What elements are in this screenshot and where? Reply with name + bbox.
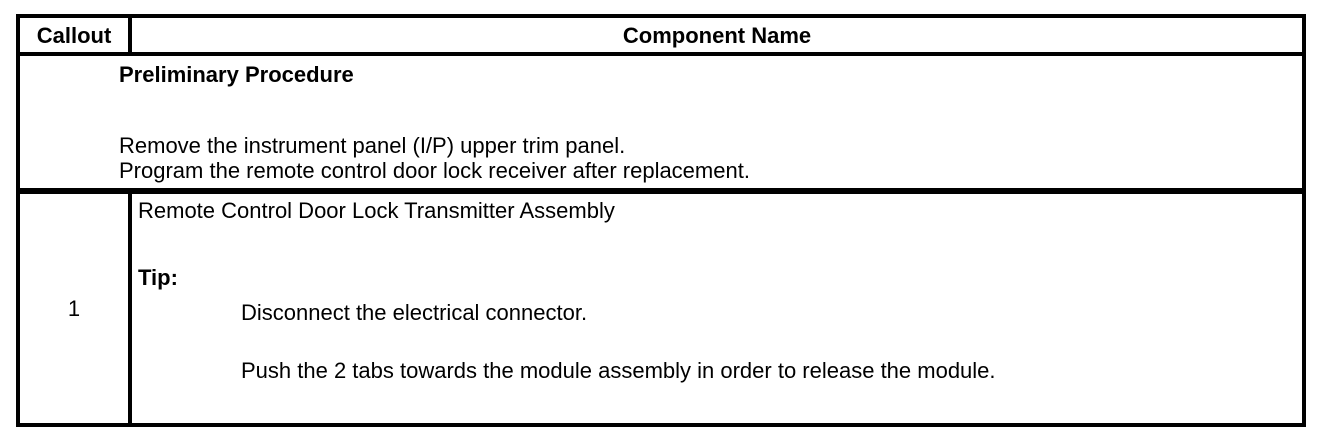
callout-column-header: Callout bbox=[20, 18, 132, 52]
callout-number-cell: 1 bbox=[20, 194, 132, 423]
component-name-column-header: Component Name bbox=[622, 22, 812, 48]
preliminary-step: Program the remote control door lock rec… bbox=[119, 158, 750, 183]
table-row: 1 Remote Control Door Lock Transmitter A… bbox=[20, 194, 1302, 423]
component-callout-table: Callout Component Name Preliminary Proce… bbox=[16, 14, 1306, 427]
preliminary-procedure-title: Preliminary Procedure bbox=[119, 62, 354, 87]
component-name-text: Remote Control Door Lock Transmitter Ass… bbox=[138, 198, 615, 223]
tip-item: Push the 2 tabs towards the module assem… bbox=[241, 358, 996, 383]
component-description-cell: Remote Control Door Lock Transmitter Ass… bbox=[132, 194, 1302, 423]
tip-label: Tip: bbox=[138, 265, 178, 290]
table-header-row: Callout Component Name bbox=[20, 18, 1302, 56]
preliminary-step: Remove the instrument panel (I/P) upper … bbox=[119, 133, 626, 158]
preliminary-procedure-cell: Preliminary Procedure Remove the instrum… bbox=[20, 56, 1302, 194]
preliminary-procedure-steps: Remove the instrument panel (I/P) upper … bbox=[119, 133, 1292, 183]
tip-item: Disconnect the electrical connector. bbox=[241, 300, 588, 325]
